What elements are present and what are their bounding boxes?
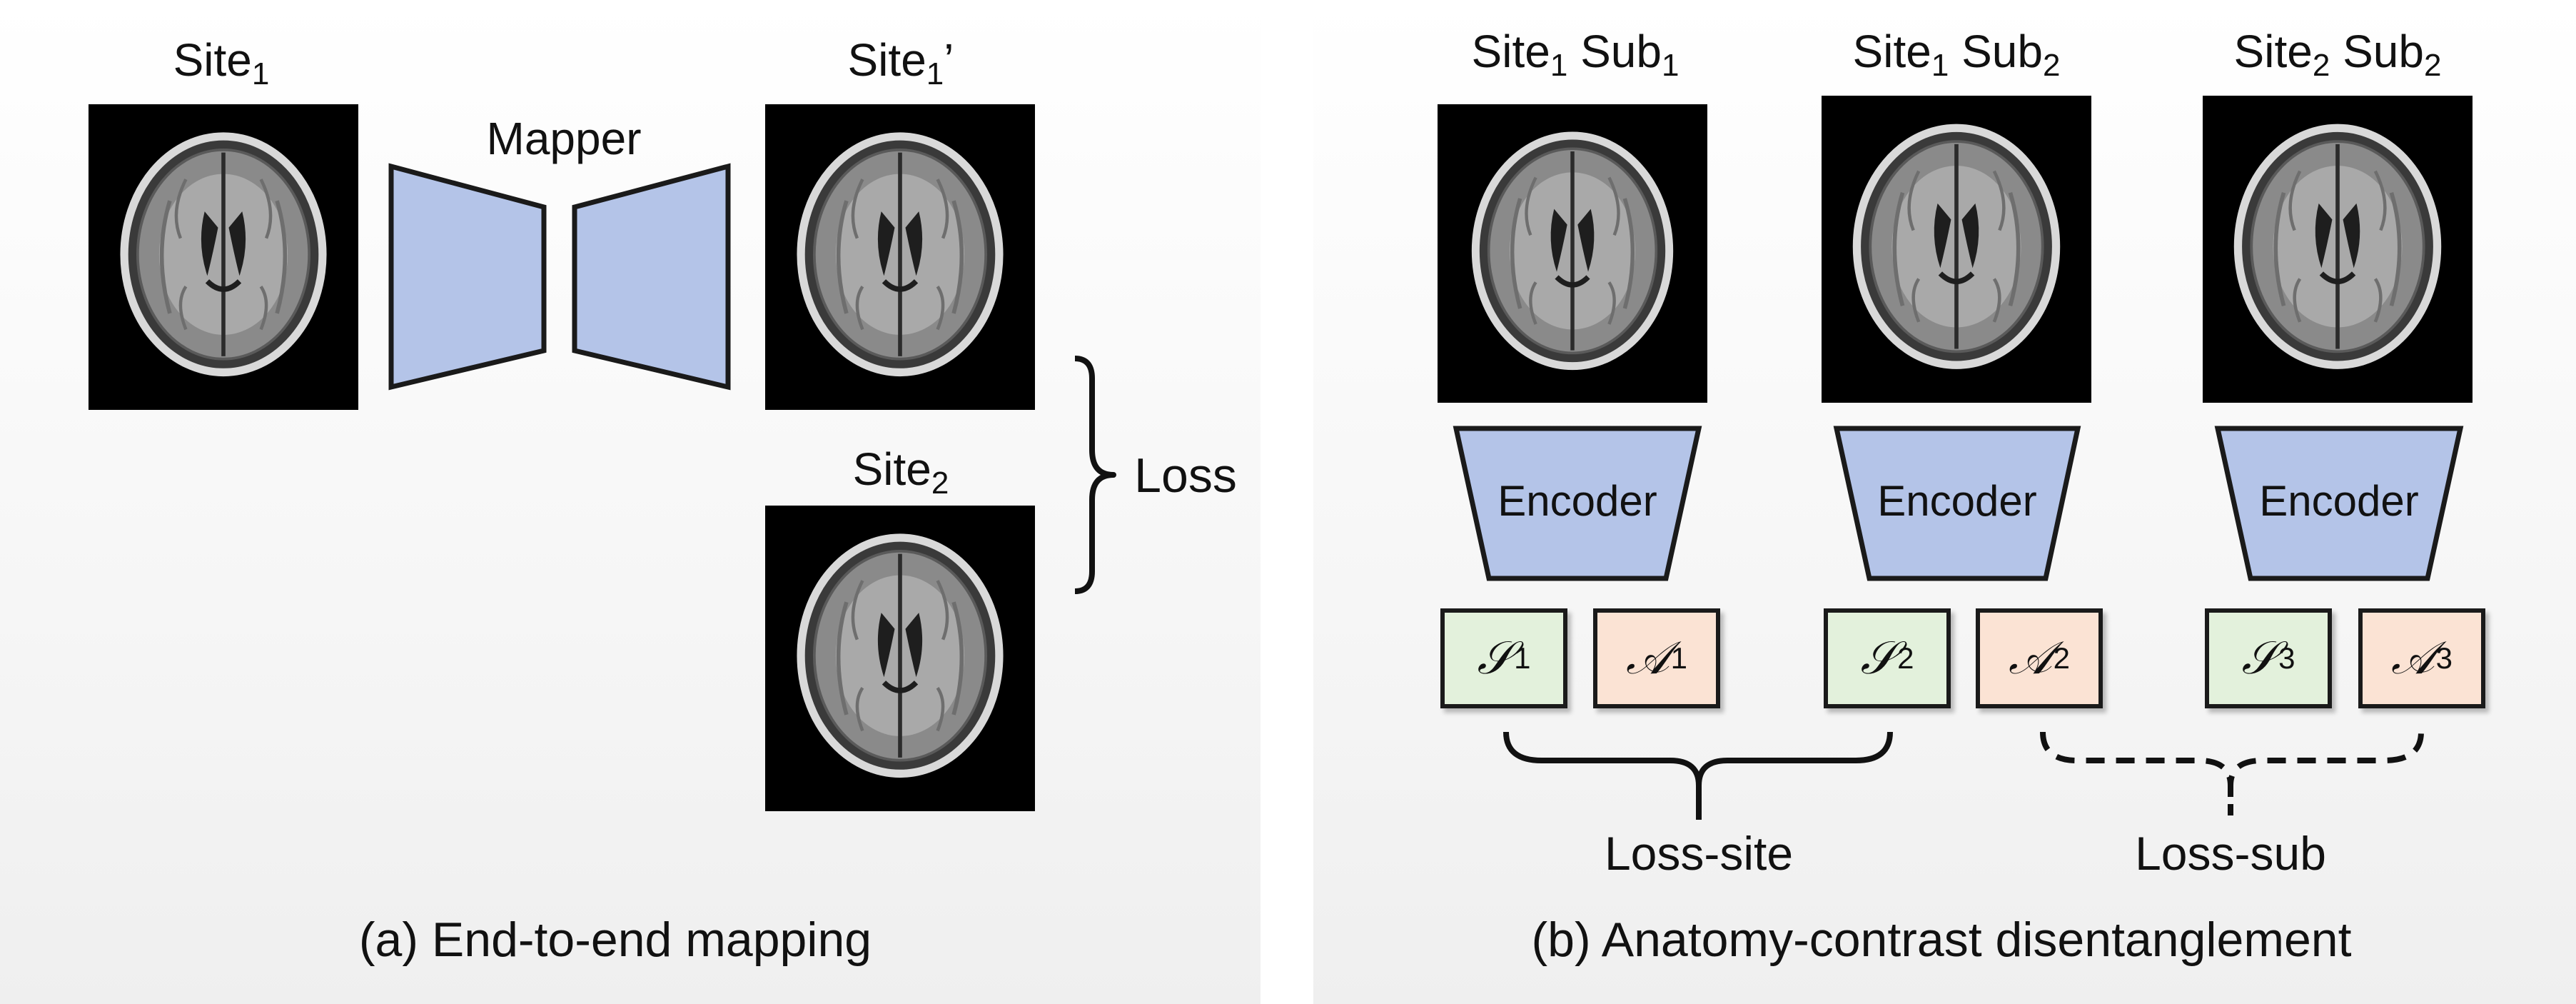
- caption-b: (b) Anatomy-contrast disentanglement: [1531, 913, 2352, 967]
- col1-label: Site1 Sub1: [1471, 26, 1680, 83]
- loss-sub-label: Loss-sub: [2135, 827, 2326, 880]
- mri-col3-image: [2203, 96, 2473, 403]
- col2-label: Site1 Sub2: [1852, 26, 2061, 83]
- encoder-label-3: Encoder: [2259, 477, 2419, 525]
- loss-site-label: Loss-site: [1604, 827, 1794, 880]
- caption-a: (a) End-to-end mapping: [358, 913, 872, 967]
- mapper-label: Mapper: [486, 113, 642, 164]
- mri-col1-image: [1438, 104, 1707, 403]
- encoder-label-1: Encoder: [1497, 477, 1657, 525]
- col3-label: Site2 Sub2: [2233, 26, 2442, 83]
- mri-site2-image: [765, 506, 1035, 811]
- mri-site1-image: [89, 104, 358, 410]
- site2-label: Site2: [852, 443, 949, 501]
- mri-site1-prime-image: [765, 104, 1035, 410]
- encoder-label-2: Encoder: [1877, 477, 2037, 525]
- loss-label: Loss: [1134, 448, 1237, 503]
- site1-label: Site1: [173, 34, 270, 91]
- mri-col2-image: [1822, 96, 2091, 403]
- site1-prime-label: Site1’: [847, 34, 954, 91]
